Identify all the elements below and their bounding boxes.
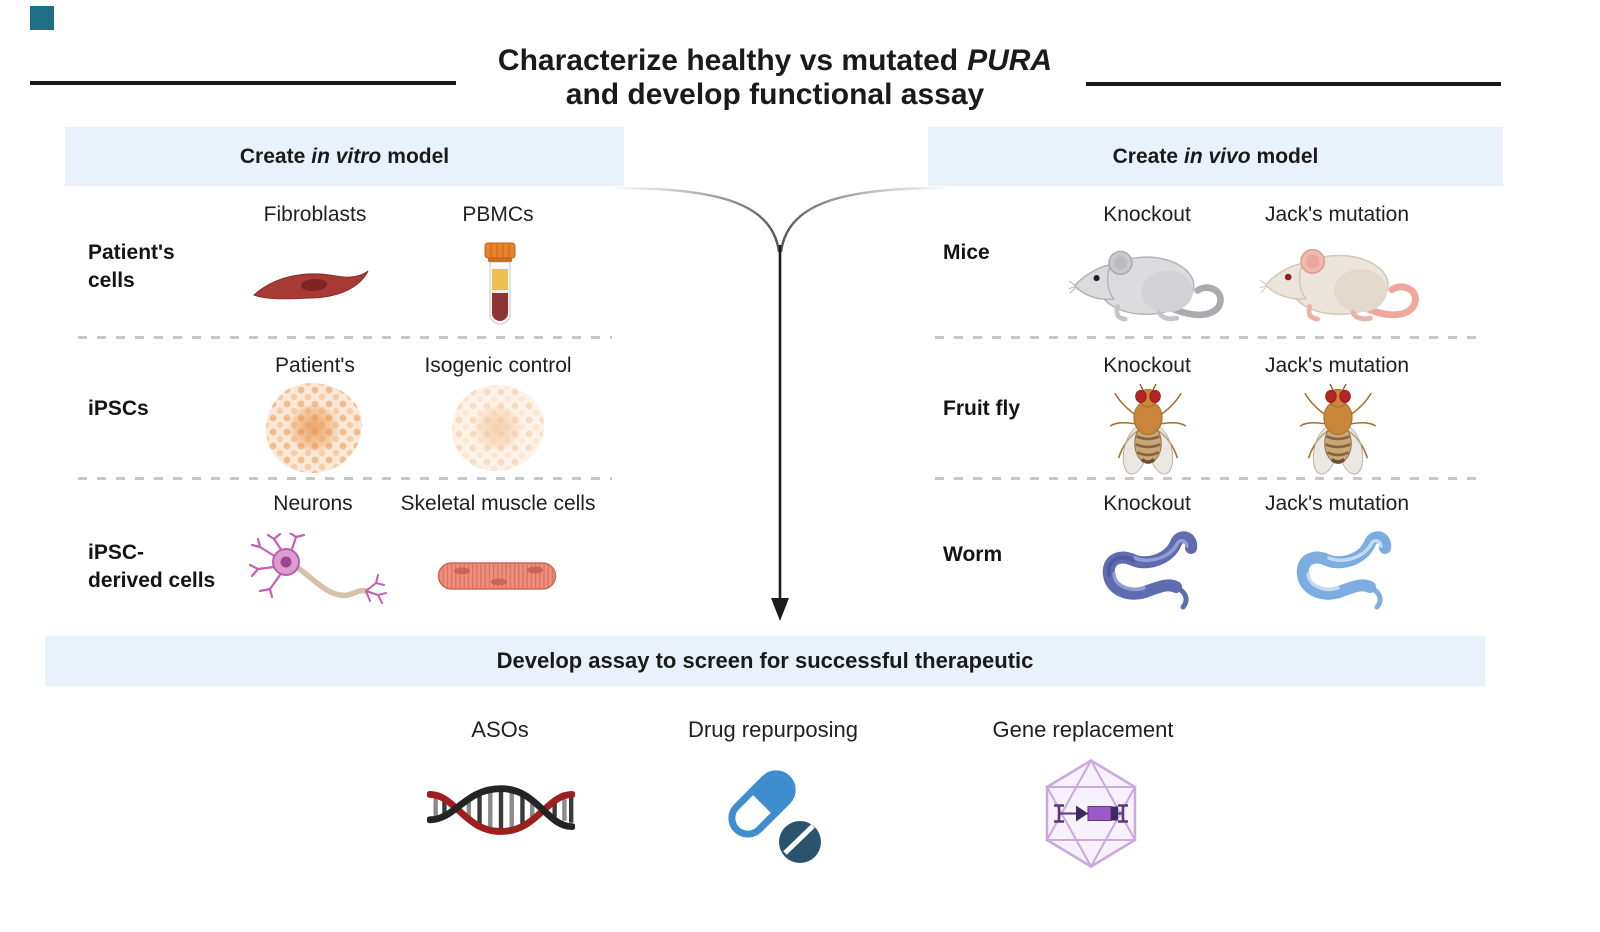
title-line-1: Characterize healthy vs mutated PURA	[440, 44, 1110, 78]
column-label: Patient's	[275, 354, 355, 377]
row-label-line: Mice	[943, 241, 990, 264]
blood-tube-icon	[484, 242, 516, 325]
mouse-mutation-icon	[1259, 248, 1419, 322]
neuron-icon	[248, 533, 387, 604]
header-prefix: Create	[1112, 144, 1178, 168]
column-label: Fibroblasts	[263, 203, 367, 226]
column-label: Jack's mutation	[1264, 492, 1410, 515]
row-label-worm: Worm	[943, 541, 1083, 569]
title-rule-right	[1086, 82, 1501, 86]
worm-knockout-icon	[1102, 531, 1198, 610]
gene-name-italic: PURA	[967, 44, 1053, 77]
column-label: Knockout	[1103, 492, 1191, 515]
row-divider	[935, 336, 1477, 339]
header-italic: in vitro	[311, 144, 382, 168]
skeletal-muscle-icon	[437, 562, 557, 590]
page-title: Characterize healthy vs mutated PURA and…	[440, 44, 1110, 112]
in-vivo-header-label: Create in vivo model	[1113, 145, 1319, 169]
ipsc-colony-patient-icon	[266, 383, 362, 473]
fruit-fly-mutation-icon	[1299, 383, 1377, 475]
row-label-line: Patient's	[88, 241, 175, 264]
column-label: Neurons	[273, 492, 353, 515]
column-label: Jack's mutation	[1264, 354, 1410, 377]
header-italic: in vivo	[1184, 144, 1251, 168]
header-prefix: Create	[239, 144, 306, 168]
row-label-line: Fruit fly	[943, 397, 1020, 420]
row-label-line: iPSCs	[88, 397, 149, 420]
mouse-knockout-icon	[1068, 250, 1224, 322]
therapy-label-asos: ASOs	[471, 717, 529, 742]
header-suffix: model	[1256, 144, 1319, 168]
column-label: Jack's mutation	[1264, 203, 1410, 226]
corner-marker	[30, 6, 54, 30]
assay-band-label: Develop assay to screen for successful t…	[496, 648, 1034, 673]
row-label-line: iPSC-	[88, 541, 145, 564]
row-divider	[935, 477, 1477, 480]
therapy-label-drug-repurposing: Drug repurposing	[688, 717, 858, 742]
header-suffix: model	[387, 144, 450, 168]
in-vitro-header-label: Create in vitro model	[240, 145, 449, 169]
fruit-fly-knockout-icon	[1109, 383, 1187, 475]
assay-band: Develop assay to screen for successful t…	[45, 636, 1485, 686]
row-label-mice: Mice	[943, 239, 1083, 267]
row-divider	[78, 336, 612, 339]
worm-mutation-icon	[1296, 531, 1392, 610]
row-label-line: cells	[88, 269, 135, 292]
ipsc-colony-control-icon	[452, 385, 544, 471]
row-label-line: Worm	[943, 543, 1003, 566]
title-rule-left	[30, 81, 456, 85]
column-label: Isogenic control	[424, 354, 572, 377]
row-label-line: derived cells	[88, 569, 216, 592]
row-label-ipscs: iPSCs	[88, 395, 228, 423]
in-vitro-header-band: Create in vitro model	[65, 127, 624, 186]
therapy-label-gene-replacement: Gene replacement	[992, 717, 1174, 742]
fibroblast-icon	[253, 270, 369, 300]
column-label: PBMCs	[462, 203, 534, 226]
in-vivo-header-band: Create in vivo model	[928, 127, 1503, 186]
pill-icon	[728, 770, 821, 863]
column-label: Skeletal muscle cells	[400, 492, 596, 515]
row-label-patients-cells: Patient's cells	[88, 239, 228, 295]
row-label-ipsc-derived: iPSC- derived cells	[88, 539, 248, 595]
title-text: Characterize healthy vs mutated	[497, 44, 959, 77]
title-line-2: and develop functional assay	[565, 78, 985, 111]
dna-helix-icon	[427, 785, 575, 835]
row-divider	[78, 477, 612, 480]
viral-capsid-icon	[1045, 758, 1137, 869]
merge-arrow	[609, 186, 951, 621]
row-label-fruit-fly: Fruit fly	[943, 395, 1083, 423]
column-label: Knockout	[1103, 354, 1191, 377]
column-label: Knockout	[1103, 203, 1191, 226]
